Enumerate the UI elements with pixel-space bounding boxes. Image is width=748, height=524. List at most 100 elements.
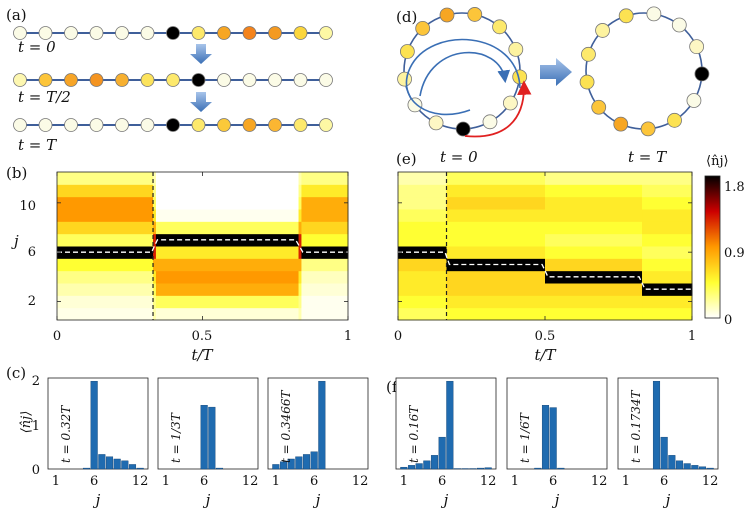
heat-cell [298,270,302,284]
heat-cell [446,307,546,321]
heat-cell [545,172,643,185]
heat-cell [153,196,157,210]
xtick-05: 0.5 [192,329,213,344]
heat-cell [298,246,302,259]
bar [430,455,439,470]
heat-cell [153,307,157,321]
site-dot [115,118,129,132]
ring-site [508,41,524,57]
heat-cell [545,295,643,309]
heat-cell [298,196,302,210]
heat-cell [398,283,448,296]
bar [415,463,423,470]
t-label-0: t = 0 [18,38,56,56]
x-axis-label: j [441,491,449,509]
ring-site [646,6,662,22]
ytick-6: 6 [28,245,36,260]
xlabel-e: t/T [534,346,556,364]
heat-cell [398,209,448,222]
heat-cell [298,221,302,235]
heat-cell [446,233,546,247]
ylabel-b: j [11,232,19,250]
site-dot [13,118,27,132]
colorbar-tick-mid: 0.9 [724,246,745,261]
heat-cell [545,283,643,296]
x-axis-label: j [93,491,101,509]
heat-cell [301,209,349,222]
heat-cell [642,184,693,198]
heat-cell [155,221,300,235]
bar [208,406,216,470]
heat-cell [642,246,693,259]
ytick-10: 10 [19,199,36,214]
ytick-2: 2 [32,374,40,389]
heat-cell [301,196,349,210]
panel-label-d: (d) [396,8,417,26]
site-dot [64,73,78,87]
heat-cell [153,233,157,247]
site-dot [166,118,180,132]
x-tick-label: 12 [352,474,369,489]
site-dot [13,73,27,87]
heat-cell [642,258,693,272]
heat-cell [153,172,157,185]
heatmap-e [397,171,693,321]
e-t-label-T: t = T [628,148,667,166]
bar [660,436,668,470]
heat-cell [545,221,643,235]
heat-cell [545,258,643,272]
bar [400,466,408,470]
xtick-0: 0 [53,329,61,344]
x-tick-label: 1 [272,474,280,489]
x-tick-label: 1 [162,474,170,489]
site-dot [140,73,155,87]
ring-diagram-right [579,6,710,137]
ring-site [415,20,431,36]
heat-cell [57,258,154,272]
bar [295,456,303,470]
bar [683,463,691,470]
ring-site [397,71,412,87]
heat-cell [298,172,302,185]
site-dot [38,26,53,40]
ring-site [399,44,415,59]
heat-cell [153,209,157,222]
site-dot [217,26,231,40]
heat-cell [446,221,546,235]
bar [90,380,98,470]
ring-diagram-left [397,7,528,137]
heat-cell [642,221,693,235]
bar [698,466,707,470]
ring-site [492,19,507,35]
heat-cell [446,196,546,210]
bar-chart-frame [506,377,608,470]
heat-cell [642,295,693,309]
xtick-1: 1 [344,329,352,344]
heat-cell [545,307,643,321]
ring-site [689,39,705,55]
heat-cell [301,184,349,198]
bar-chart-frame [267,377,369,470]
red-curve-arrow [464,80,532,138]
bar [484,467,492,470]
site-dot [191,73,206,87]
colorbar-tick-min: 0 [724,313,732,328]
xtick-0: 0 [394,329,402,344]
site-dot [242,26,257,40]
bar [541,405,550,470]
heat-cell [446,246,546,259]
heat-cell [301,295,349,309]
ring-site [667,112,682,128]
site-dot [89,73,104,87]
ylabel-c: ⟨n̂j⟩ [19,411,34,434]
heat-cell [642,307,693,321]
heat-cell [57,270,154,284]
down-arrow-icon [190,44,212,64]
heat-cell [57,221,154,235]
xtick-05: 0.5 [535,329,556,344]
site-dot [140,118,155,132]
ring-site [407,97,423,113]
ring-site [467,7,483,22]
site-dot [115,73,129,87]
